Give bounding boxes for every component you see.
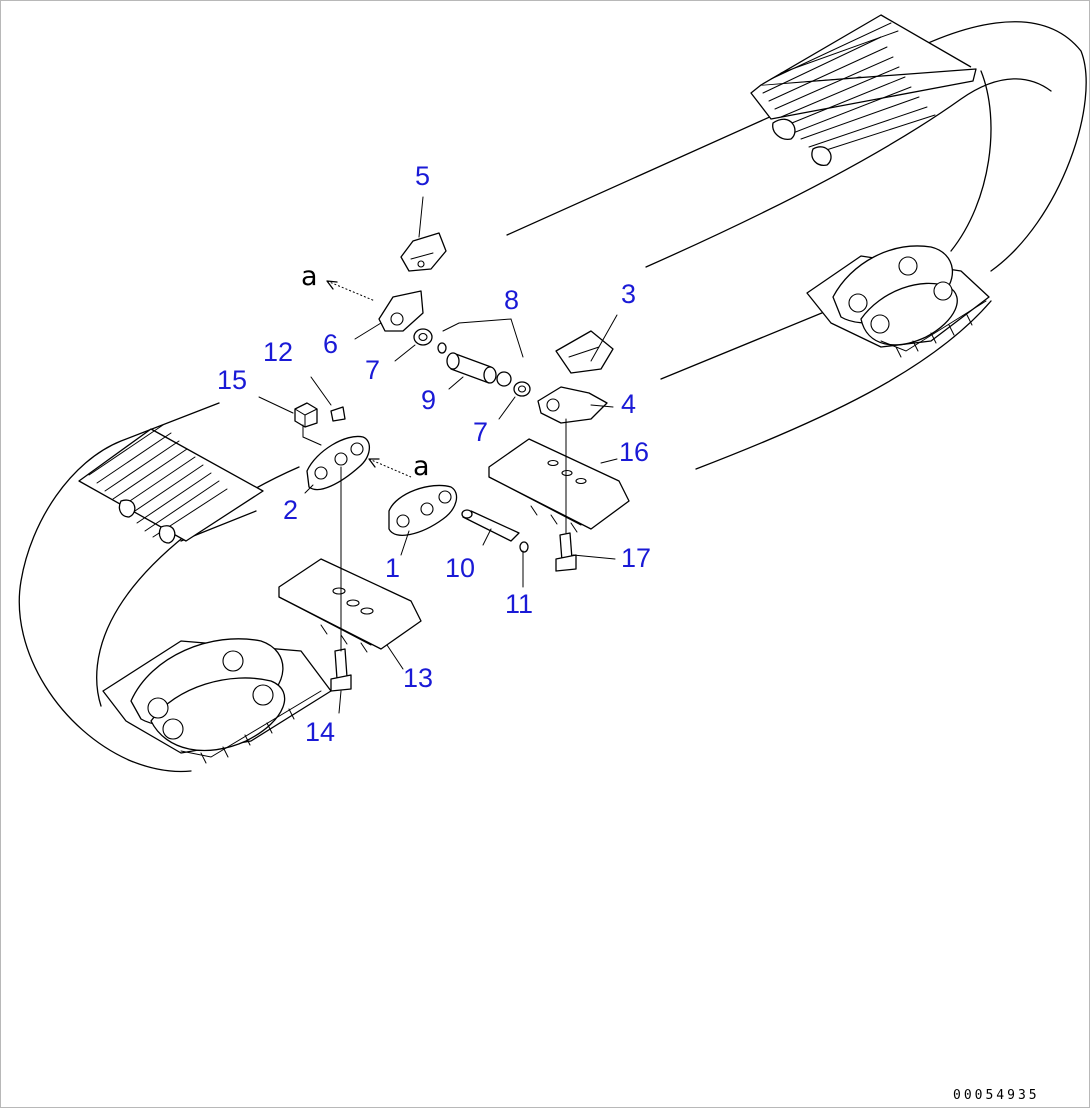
part-1-link [388,484,458,536]
drawing-code: 00054935 [953,1088,1040,1103]
callout-4: 4 [621,389,636,419]
callout-12: 12 [263,337,293,367]
view-arrow-upper [326,280,376,302]
part-14-shoe-bolt [330,648,352,692]
view-letter-a-lower: a [413,451,430,482]
view-letter-a-upper: a [301,261,318,292]
callout-2: 2 [283,495,298,525]
part-13-track-shoe [278,558,422,653]
callout-15: 15 [217,365,247,395]
part-7-seal-right [513,381,531,397]
part-3-master-link-half [555,330,614,374]
part-16-track-shoe [488,438,630,533]
part-17-shoe-bolt [555,532,577,572]
callout-13: 13 [403,663,433,693]
assembly-lines [302,418,567,652]
callout-8: 8 [504,285,519,315]
part-11-stopper [519,541,529,553]
callout-11: 11 [505,589,533,619]
part-6-master-link-half [378,290,424,332]
part-10-pin [461,509,520,542]
callout-14: 14 [305,717,335,747]
part-12-bolt [330,406,346,422]
callout-3: 3 [621,279,636,309]
callout-17: 17 [621,543,651,573]
view-arrow-lower [368,458,412,478]
part-2-link [306,435,370,491]
callout-7-right: 7 [473,417,488,447]
callout-7-left: 7 [365,355,380,385]
part-7-seal-left [413,328,433,346]
part-4-master-link-half [537,386,608,424]
callout-1: 1 [385,553,400,583]
part-15-nut [294,402,318,428]
part-9-bushing [437,342,512,387]
link-group-right [806,245,990,358]
leader-lines [258,196,618,714]
callout-10: 10 [445,553,475,583]
callout-6: 6 [323,329,338,359]
link-group-lower-left [102,638,332,764]
shoe-stack-upper-right [750,14,977,166]
callout-5: 5 [415,161,430,191]
callout-16: 16 [619,437,649,467]
shoe-stack-left [78,424,264,544]
part-5-master-link-half [400,232,447,272]
callout-9: 9 [421,385,436,415]
